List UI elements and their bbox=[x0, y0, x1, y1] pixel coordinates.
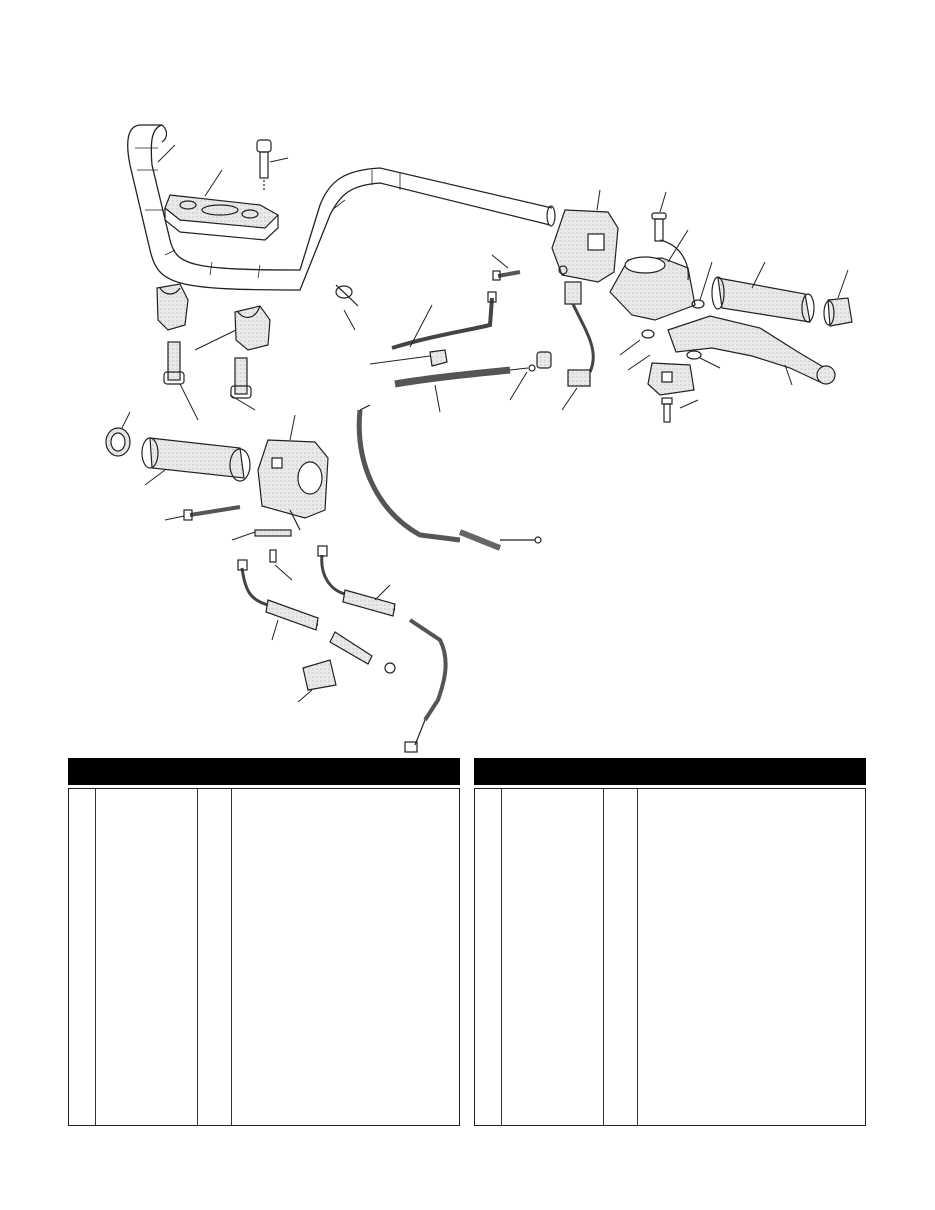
cable-clip bbox=[335, 284, 359, 307]
brake-lever bbox=[667, 315, 836, 385]
cable-clip-lower bbox=[302, 659, 337, 691]
left-table-col-divider-2 bbox=[197, 789, 198, 1125]
right-table-col-divider-2 bbox=[603, 789, 604, 1125]
cable-sheath bbox=[394, 364, 536, 388]
upper-riser-clamp bbox=[164, 194, 279, 241]
lower-riser-left bbox=[156, 283, 189, 331]
washer bbox=[641, 299, 705, 360]
right-switch-housing bbox=[551, 209, 619, 283]
left-parts-table bbox=[68, 788, 460, 1126]
clamp-screw bbox=[661, 397, 673, 423]
left-switch-housing bbox=[257, 439, 329, 531]
right-grip bbox=[711, 276, 815, 323]
front-brake-switch bbox=[564, 281, 595, 387]
right-parts-table bbox=[474, 788, 866, 1126]
lower-riser-right bbox=[234, 305, 271, 351]
exploded-parts-diagram bbox=[105, 124, 853, 753]
throttle-cable bbox=[237, 559, 319, 631]
right-table-col-divider-1 bbox=[501, 789, 502, 1125]
idle-cable bbox=[317, 545, 396, 617]
left-table-col-divider-1 bbox=[95, 789, 96, 1125]
right-table-col-divider-3 bbox=[637, 789, 638, 1125]
clutch-cable bbox=[356, 404, 542, 753]
left-table-header-text bbox=[68, 764, 76, 778]
right-table-header-text bbox=[474, 764, 482, 778]
guide-screw bbox=[269, 549, 277, 563]
left-table-col-divider-3 bbox=[231, 789, 232, 1125]
riser-bolts bbox=[163, 341, 252, 399]
throttle-grip bbox=[141, 437, 251, 482]
wiring-harness bbox=[391, 291, 497, 350]
end-ring bbox=[105, 427, 131, 457]
bar-end-weight bbox=[823, 297, 853, 327]
master-cylinder bbox=[609, 239, 696, 321]
lever-clamp bbox=[647, 362, 695, 396]
switch-screw bbox=[492, 270, 521, 281]
clamp-bolt bbox=[256, 139, 272, 192]
handlebar bbox=[127, 124, 556, 291]
right-table-header bbox=[474, 758, 866, 785]
cable-guide bbox=[254, 529, 292, 537]
pivot-pin bbox=[651, 212, 667, 242]
ferrule bbox=[536, 351, 552, 369]
left-table-header bbox=[68, 758, 460, 785]
housing-screw bbox=[183, 505, 241, 521]
cable-adjuster bbox=[329, 631, 396, 674]
leader-lines bbox=[121, 144, 849, 703]
grommet bbox=[429, 349, 448, 367]
